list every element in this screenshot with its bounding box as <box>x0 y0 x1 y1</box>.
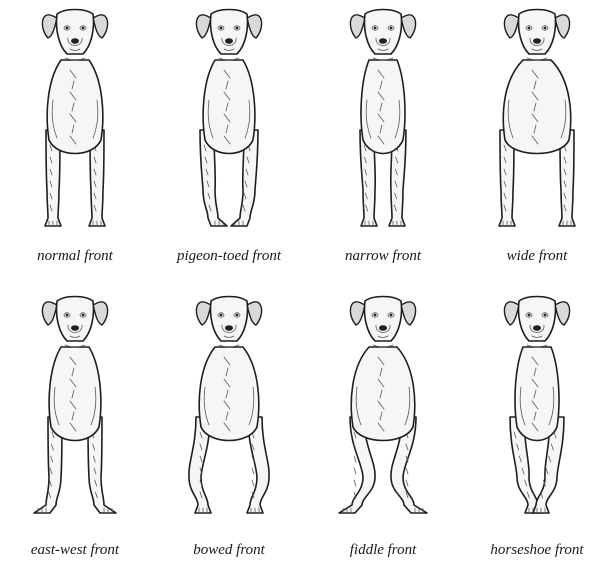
diagram-panel: narrow front <box>308 0 458 283</box>
right-pupil <box>544 314 547 317</box>
left-ear <box>504 15 519 38</box>
nose <box>71 325 79 331</box>
right-ear <box>247 302 262 325</box>
dog-front-illustration <box>0 287 150 527</box>
diagram-caption: bowed front <box>154 542 304 559</box>
head <box>56 297 93 342</box>
dog-front-illustration <box>154 0 304 240</box>
diagram-panel: normal front <box>0 0 150 283</box>
right-ear <box>555 15 570 38</box>
left-ear <box>42 15 57 38</box>
left-pupil <box>374 27 377 30</box>
left-pupil <box>66 314 69 317</box>
nose <box>71 38 79 44</box>
right-ear <box>247 15 262 38</box>
chest <box>199 347 259 441</box>
head <box>210 297 247 342</box>
left-ear <box>504 302 519 325</box>
chest <box>351 347 414 441</box>
chest <box>203 60 255 154</box>
chest <box>361 60 405 154</box>
nose <box>533 38 541 44</box>
left-pupil <box>528 314 531 317</box>
right-ear <box>555 302 570 325</box>
nose <box>379 325 387 331</box>
right-pupil <box>82 314 85 317</box>
left-pupil <box>374 314 377 317</box>
right-ear <box>93 302 108 325</box>
leg-shading <box>406 480 408 486</box>
right-ear <box>401 15 416 38</box>
nose <box>225 38 233 44</box>
diagram-caption: narrow front <box>308 248 458 265</box>
diagram-caption: pigeon-toed front <box>154 248 304 265</box>
diagram-panel: east-west front <box>0 287 150 570</box>
left-ear <box>196 15 211 38</box>
diagram-caption: normal front <box>0 248 150 265</box>
leg-shading <box>354 480 356 486</box>
diagram-caption: east-west front <box>0 542 150 559</box>
left-pupil <box>528 27 531 30</box>
right-ear <box>401 302 416 325</box>
right-pupil <box>390 27 393 30</box>
leg-shading <box>354 456 356 462</box>
right-pupil <box>236 314 239 317</box>
left-ear <box>196 302 211 325</box>
right-pupil <box>82 27 85 30</box>
chest <box>503 60 570 154</box>
dog-front-illustration <box>154 287 304 527</box>
diagram-caption: fiddle front <box>308 542 458 559</box>
head <box>364 10 401 55</box>
left-ear <box>350 15 365 38</box>
dog-front-illustration <box>462 287 612 527</box>
diagram-panel: pigeon-toed front <box>154 0 304 283</box>
dog-front-illustration <box>308 287 458 527</box>
leg-shading <box>354 468 356 474</box>
diagram-caption: wide front <box>462 248 612 265</box>
right-pupil <box>390 314 393 317</box>
head <box>518 297 555 342</box>
diagram-panel: bowed front <box>154 287 304 570</box>
diagram-panel: fiddle front <box>308 287 458 570</box>
chest <box>515 347 559 441</box>
nose <box>533 325 541 331</box>
left-ear <box>350 302 365 325</box>
dog-front-illustration <box>308 0 458 240</box>
diagram-panel: wide front <box>462 0 612 283</box>
left-pupil <box>220 27 223 30</box>
head <box>364 297 401 342</box>
left-ear <box>42 302 57 325</box>
left-pupil <box>66 27 69 30</box>
head <box>518 10 555 55</box>
right-pupil <box>544 27 547 30</box>
chest <box>49 347 101 441</box>
nose <box>225 325 233 331</box>
nose <box>379 38 387 44</box>
diagram-panel: horseshoe front <box>462 287 612 570</box>
right-ear <box>93 15 108 38</box>
leg-shading <box>252 468 254 474</box>
left-pupil <box>220 314 223 317</box>
leg-shading <box>252 480 254 486</box>
dog-front-illustration <box>0 0 150 240</box>
dog-front-illustration <box>462 0 612 240</box>
diagram-caption: horseshoe front <box>462 542 612 559</box>
chest <box>47 60 103 154</box>
head <box>56 10 93 55</box>
right-pupil <box>236 27 239 30</box>
leg-shading <box>406 468 408 474</box>
head <box>210 10 247 55</box>
